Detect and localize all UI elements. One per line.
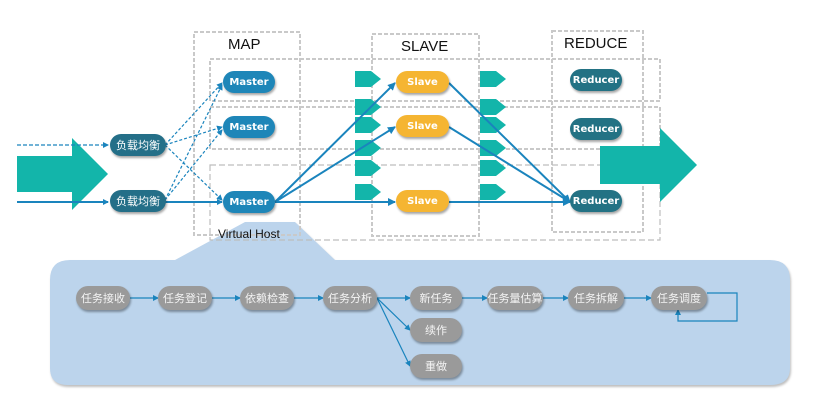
chevron-arrow-icon	[355, 71, 381, 87]
task-step-node[interactable]: 任务接收	[76, 286, 130, 310]
slave-column-title: SLAVE	[401, 38, 449, 55]
reducer-node[interactable]: Reducer	[570, 118, 622, 140]
master-slave-edges	[274, 82, 396, 206]
chevron-arrow-icon	[355, 140, 381, 156]
load-balancer-node[interactable]: 负载均衡	[110, 134, 166, 156]
slave-column-box	[371, 33, 480, 237]
slave-reducer-edges	[448, 82, 571, 206]
reducer-node[interactable]: Reducer	[570, 69, 622, 91]
chevron-arrow-icon	[480, 99, 506, 115]
reduce-column-box	[551, 30, 644, 233]
chevron-arrow-icon	[355, 117, 381, 133]
chevron-arrow-icon	[480, 184, 506, 200]
task-step-node[interactable]: 任务调度	[651, 286, 707, 310]
row-box-1	[209, 58, 661, 102]
task-step-node[interactable]: 任务量估算	[487, 286, 543, 310]
lb-master-edges	[164, 82, 223, 201]
master-node[interactable]: Master	[223, 116, 275, 138]
task-step-node[interactable]: 任务登记	[158, 286, 212, 310]
map-column-box	[193, 31, 301, 236]
task-branch-edge	[376, 297, 411, 331]
slave-node[interactable]: Slave	[396, 190, 449, 212]
chevron-arrow-icon	[480, 140, 506, 156]
task-step-node[interactable]: 新任务	[410, 286, 462, 310]
slave-node[interactable]: Slave	[396, 115, 449, 137]
reduce-column-title: REDUCE	[564, 35, 628, 52]
master-node[interactable]: Master	[223, 191, 275, 213]
map-column-title: MAP	[228, 36, 261, 53]
chevron-arrow-icon	[355, 184, 381, 200]
task-step-node[interactable]: 任务拆解	[568, 286, 624, 310]
chevron-arrows	[355, 71, 506, 200]
slave-node[interactable]: Slave	[396, 71, 449, 93]
chevron-arrow-icon	[355, 160, 381, 176]
task-loop-edge	[675, 292, 738, 322]
virtual-host-label: Virtual Host	[218, 227, 280, 241]
task-step-node[interactable]: 续作	[410, 318, 462, 342]
reducer-node[interactable]: Reducer	[570, 190, 622, 212]
big-output-arrow	[600, 128, 697, 202]
task-branch-edge	[376, 297, 411, 367]
big-input-arrow	[17, 138, 108, 210]
chevron-arrow-icon	[480, 160, 506, 176]
task-step-node[interactable]: 依赖检查	[240, 286, 294, 310]
load-balancer-node[interactable]: 负载均衡	[110, 190, 166, 212]
task-step-node[interactable]: 任务分析	[323, 286, 377, 310]
chevron-arrow-icon	[480, 71, 506, 87]
task-step-node[interactable]: 重做	[410, 354, 462, 378]
master-node[interactable]: Master	[223, 71, 275, 93]
task-flow-edges	[130, 292, 738, 367]
